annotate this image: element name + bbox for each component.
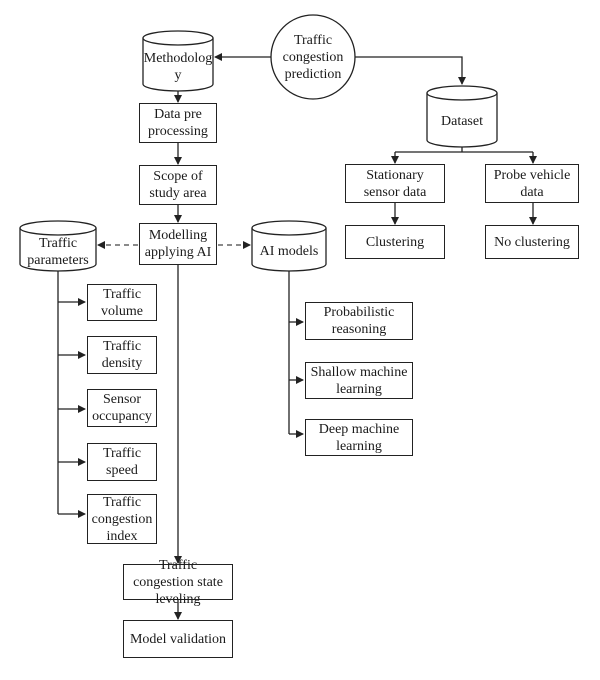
clustering-label: Clustering <box>365 234 425 250</box>
clustering-node: Clustering <box>345 225 445 259</box>
probabilistic-reasoning-node: Probabilistic reasoning <box>305 302 413 340</box>
data-pre-processing-label: Data pre processing <box>148 107 208 139</box>
shallow-machine-learning-node: Shallow machine learning <box>305 362 413 399</box>
no-clustering-node: No clustering <box>485 225 579 259</box>
scope-of-study-area-label: Scope of study area <box>149 169 207 201</box>
dataset-cylinder-shape <box>426 85 498 148</box>
methodology-node: Methodology <box>143 47 213 87</box>
deep-machine-learning-label: Deep machine learning <box>318 421 400 454</box>
traffic-congestion-prediction-label: Traffic congestion prediction <box>282 32 344 82</box>
dataset-node: Dataset <box>427 100 497 142</box>
probe-vehicle-data-node: Probe vehicle data <box>485 164 579 203</box>
methodology-cylinder-shape <box>142 30 214 92</box>
traffic-parameters-node: Traffic parameters <box>20 235 96 269</box>
dataset-label: Dataset <box>441 113 483 129</box>
traffic-density-label: Traffic density <box>101 339 143 371</box>
deep-machine-learning-node: Deep machine learning <box>305 419 413 456</box>
model-validation-node: Model validation <box>123 620 233 658</box>
probabilistic-reasoning-label: Probabilistic reasoning <box>323 305 395 337</box>
shallow-machine-learning-label: Shallow machine learning <box>310 364 408 397</box>
scope-of-study-area-node: Scope of study area <box>139 165 217 205</box>
ai-models-cylinder-shape <box>251 220 327 272</box>
traffic-density-node: Traffic density <box>87 336 157 374</box>
no-clustering-label: No clustering <box>494 234 570 250</box>
arrow-prediction-to-dataset <box>355 56 466 85</box>
stationary-sensor-data-node: Stationary sensor data <box>345 164 445 203</box>
ai-models-node: AI models <box>252 235 326 267</box>
traffic-congestion-state-leveling-node: Traffic congestion state leveling <box>123 558 233 607</box>
traffic-speed-node: Traffic speed <box>87 443 157 481</box>
probe-vehicle-data-label: Probe vehicle data <box>493 167 571 200</box>
traffic-congestion-prediction-node: Traffic congestion prediction <box>280 30 346 84</box>
methodology-label: Methodology <box>143 51 213 83</box>
modelling-applying-ai-label: Modelling applying AI <box>144 228 212 260</box>
modelling-applying-ai-node: Modelling applying AI <box>139 223 217 265</box>
traffic-parameters-label: Traffic parameters <box>27 236 89 268</box>
traffic-congestion-state-leveling-label: Traffic congestion state leveling <box>133 557 223 607</box>
stationary-sensor-data-label: Stationary sensor data <box>363 167 427 200</box>
traffic-volume-node: Traffic volume <box>87 284 157 321</box>
traffic-speed-label: Traffic speed <box>102 446 142 478</box>
traffic-congestion-index-node: Traffic congestion index <box>87 494 157 544</box>
traffic-congestion-index-label: Traffic congestion index <box>91 494 153 544</box>
sensor-occupancy-node: Sensor occupancy <box>87 389 157 427</box>
data-pre-processing-node: Data pre processing <box>139 103 217 143</box>
sensor-occupancy-label: Sensor occupancy <box>92 392 152 424</box>
ai-models-label: AI models <box>259 243 319 259</box>
traffic-volume-label: Traffic volume <box>101 286 143 319</box>
model-validation-label: Model validation <box>129 631 227 647</box>
